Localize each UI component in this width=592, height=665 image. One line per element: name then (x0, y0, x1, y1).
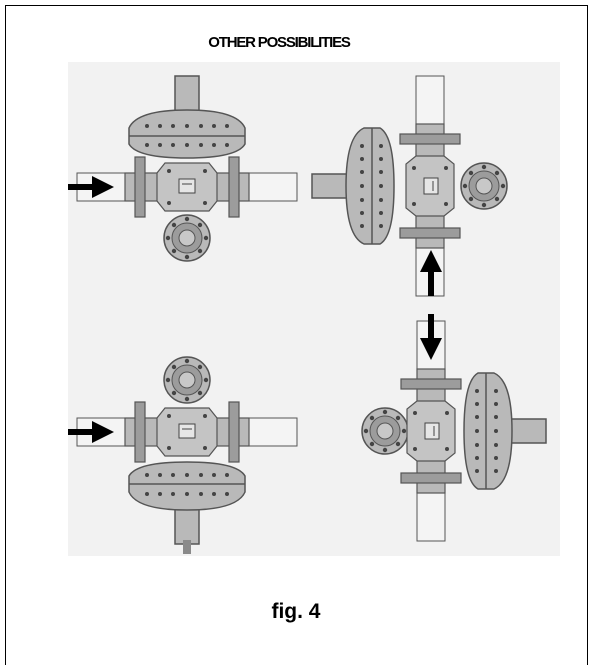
flow-arrow-up-icon (420, 250, 442, 296)
valve-assembly-top-left (68, 75, 298, 262)
valve-assembly-top-right (311, 75, 508, 297)
valve-assembly-bottom-left (68, 356, 298, 554)
figure-frame (5, 5, 588, 665)
figure-caption: fig. 4 (271, 600, 321, 623)
flow-arrow-down-icon (420, 314, 442, 360)
valve-assembly-bottom-right (361, 314, 547, 542)
figure-title: OTHER POSSIBILITIES (208, 34, 351, 51)
